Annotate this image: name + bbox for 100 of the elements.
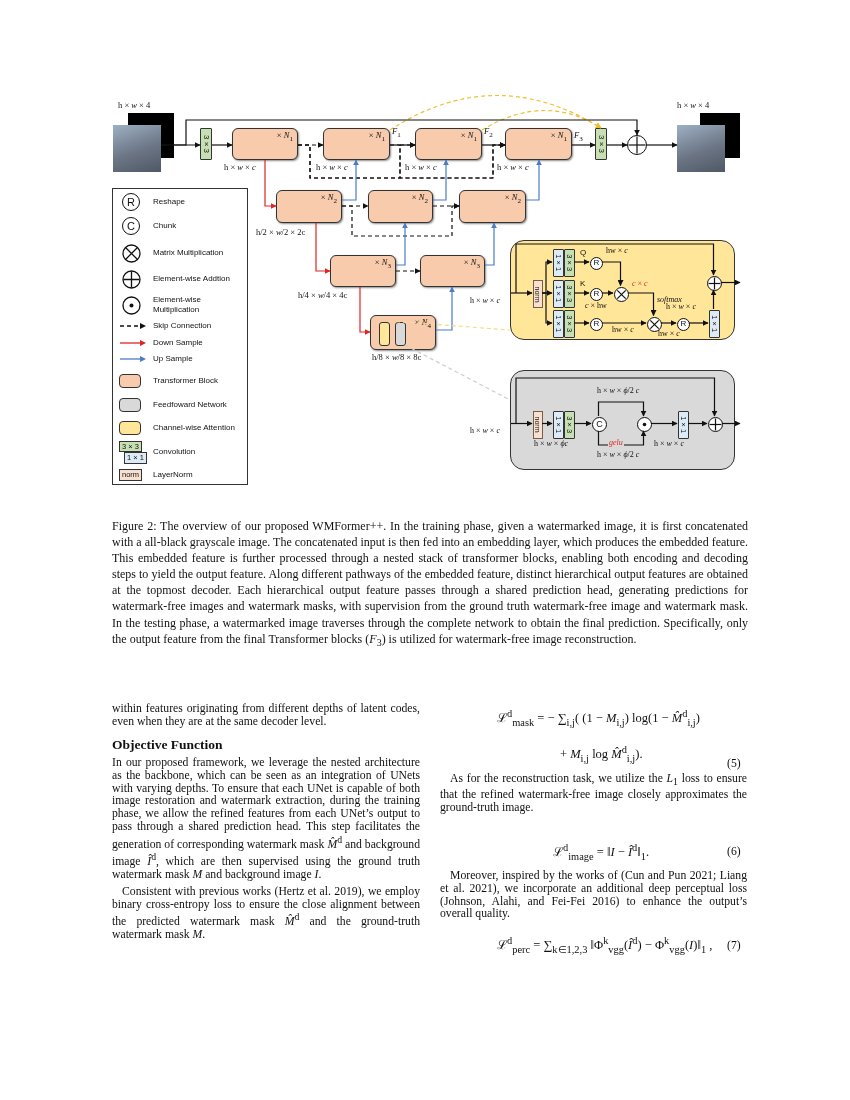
dimension-label: h × w × c xyxy=(470,427,500,436)
dimension-label: F$_{2}$ xyxy=(484,127,493,140)
multiplication-symbol xyxy=(647,316,662,332)
legend-text: Channel-wise Attention xyxy=(153,423,236,433)
reshape-circle: R xyxy=(590,287,603,301)
transformer-block: × N$_{3}$ xyxy=(420,255,485,287)
section-heading: Objective Function xyxy=(112,738,224,753)
arrow xyxy=(627,292,657,317)
chunk-circle: C xyxy=(592,417,607,432)
transformer-block: × N$_{1}$ xyxy=(415,128,482,160)
arrow xyxy=(688,320,709,326)
legend-text: Element-wise Addtion xyxy=(153,274,231,284)
dimension-label: h × w × 4 xyxy=(118,101,151,111)
dimension-label: h × w × ϕc xyxy=(534,440,569,449)
dashed-arrow xyxy=(481,109,602,131)
equation: ℒ$^{d}$$_{mask}$ = − ∑$_{i,j}$( (1 − M$_{i,j}$) log(1 − M̂$^{d}$$_{i,j}$) xyxy=(497,708,700,729)
operation-label: softmax xyxy=(657,296,682,304)
dimension-label: hw × c xyxy=(612,326,634,335)
arrow xyxy=(597,430,647,446)
arrow xyxy=(395,222,408,266)
feedforward-panel xyxy=(510,370,735,470)
arrow xyxy=(515,377,718,425)
equation-number: (6) xyxy=(727,846,741,859)
photo-placeholder xyxy=(677,125,725,172)
dimension-label: h × w × c xyxy=(654,440,684,449)
arrow xyxy=(573,420,592,427)
arrow xyxy=(515,243,717,294)
legend-text: Skip Connection xyxy=(153,321,213,331)
arrow xyxy=(315,222,331,274)
branch-label: K xyxy=(580,280,586,289)
arrow xyxy=(541,420,553,427)
arrow xyxy=(525,159,542,201)
body-paragraph: As for the reconstruction task, we utilize the L$_{1}$ loss to ensure that the refined watermark-free image closely approximates the ground-truth image. xyxy=(440,773,747,815)
arrow xyxy=(264,159,277,209)
arrow xyxy=(432,159,449,201)
equation-number: (7) xyxy=(727,940,741,953)
arrow xyxy=(721,420,741,427)
addition-symbol xyxy=(627,135,647,155)
dimension-label: h × w × ϕ/2 c xyxy=(597,451,640,460)
convolution-box: 3 × 3 xyxy=(595,128,607,160)
legend-text: Reshape xyxy=(153,197,187,207)
legend-text: Chunk xyxy=(153,221,178,231)
arrow xyxy=(710,289,717,310)
dimension-label: h × w × c xyxy=(470,297,500,306)
arrow xyxy=(510,290,533,296)
transformer-block: × N$_{1}$ xyxy=(323,128,390,160)
transformer-block: × N$_{1}$ xyxy=(232,128,298,160)
arrow xyxy=(341,159,359,201)
arrow xyxy=(573,290,590,296)
transformer-block: × N$_{3}$ xyxy=(330,255,396,287)
transformer-block: × N$_{2}$ xyxy=(368,190,433,223)
dimension-label: h × w × 4 xyxy=(677,101,710,111)
arrow xyxy=(573,320,590,326)
equation: ℒ$^{d}$$_{image}$ = ‖I − Î$^{d}$‖$_{1}$. xyxy=(553,842,650,863)
dimension-label: h × w × c xyxy=(497,163,529,173)
dimension-label: h/4 × w/4 × 4c xyxy=(298,291,348,301)
arrow xyxy=(650,420,678,427)
arrow xyxy=(484,222,497,266)
feedforward-block xyxy=(395,322,406,346)
arrow xyxy=(597,401,647,417)
multiplication-symbol xyxy=(614,286,629,302)
arrow xyxy=(601,320,647,326)
figure-caption: Figure 2: The overview of our proposed WMFormer++. In the training phase, given a watermarked image, it is first concatenated with a all-black grayscale image. The concatenated input is then fed into an embedding layer, which produces the embedded feature. This embedded feature is further processed through a nested stack of transformer blocks, enabling both encoding and decoding steps to yield the output feature. Along different pathways of the embedded feature, distinct hierarchical output features are obtained at the topmost decoder. Each hierarchical output feature passes through a shared prediction head, generating predictions for watermark-free images and watermark masks, with supervision from the ground truth watermark-free image and watermark mask. In the testing phase, a watermarked image traverses through the complete network to obtain the final prediction. Specifically, only the output feature from the final Transformer blocks (F$_{3}$) is utilized for watermark-free image reconstruction. xyxy=(112,518,748,651)
dashed-arrow xyxy=(432,203,460,209)
transformer-block: × N$_{2}$ xyxy=(276,190,342,223)
equation-number: (5) xyxy=(727,758,741,771)
legend-text: LayerNorm xyxy=(153,470,194,480)
arrow xyxy=(646,142,678,148)
dimension-label: h/2 × w/2 × 2c xyxy=(256,228,306,238)
arrow xyxy=(510,420,533,427)
arrow xyxy=(435,286,455,331)
dimension-label: h × w × ϕ/2 c xyxy=(597,387,640,396)
arrow xyxy=(720,279,741,286)
dimension-label: hw × c xyxy=(606,247,628,256)
transformer-block: × N$_{1}$ xyxy=(505,128,572,160)
legend-text: Up Sample xyxy=(153,354,194,364)
legend-text: Down Sample xyxy=(153,338,204,348)
legend-text: Feedfoward Network xyxy=(153,400,228,410)
arrow xyxy=(481,142,506,148)
legend-text: Matrix Multiplication xyxy=(153,248,225,258)
equation: ℒ$^{d}$$_{perc}$ = ∑$_{k∈1,2,3}$ ‖Φ$^{k}$$_{vgg}$(Î$^{d}$) − Φ$^{k}$$_{vgg}$(I)‖$_{1}$ , xyxy=(497,935,713,956)
arrow xyxy=(687,420,708,427)
equation: + M$_{i,j}$ log M̂$^{d}$$_{i,j}$). xyxy=(560,744,643,765)
legend-text: Element-wise Multiplication xyxy=(153,295,202,315)
attention-panel xyxy=(510,240,735,340)
dimension-label: hw × c xyxy=(658,330,680,339)
arrow xyxy=(359,286,371,335)
dimension-label: F$_{3}$ xyxy=(574,131,583,144)
elementwise-product-symbol xyxy=(637,417,652,432)
dimension-label: h/8 × w/8 × 8c xyxy=(372,353,422,363)
arrow xyxy=(601,261,624,287)
arrow xyxy=(573,259,590,265)
dimension-label: h × w × c xyxy=(316,163,348,173)
addition-symbol xyxy=(708,417,723,432)
arrow xyxy=(606,142,628,148)
legend-text: Convolution xyxy=(153,447,197,457)
branch-label: Q xyxy=(580,249,587,258)
body-paragraph: within features originating from different depths of latent codes, even when they are at the same decoder level. xyxy=(112,703,420,729)
addition-symbol xyxy=(707,276,722,291)
body-paragraph: Moreover, inspired by the works of (Cun and Pun 2021; Liang et al. 2021), we incorporate an additional deep perceptual loss (Johnson, Alahi, and Fei-Fei 2016) to enhance the output’s overall quality. xyxy=(440,870,747,922)
